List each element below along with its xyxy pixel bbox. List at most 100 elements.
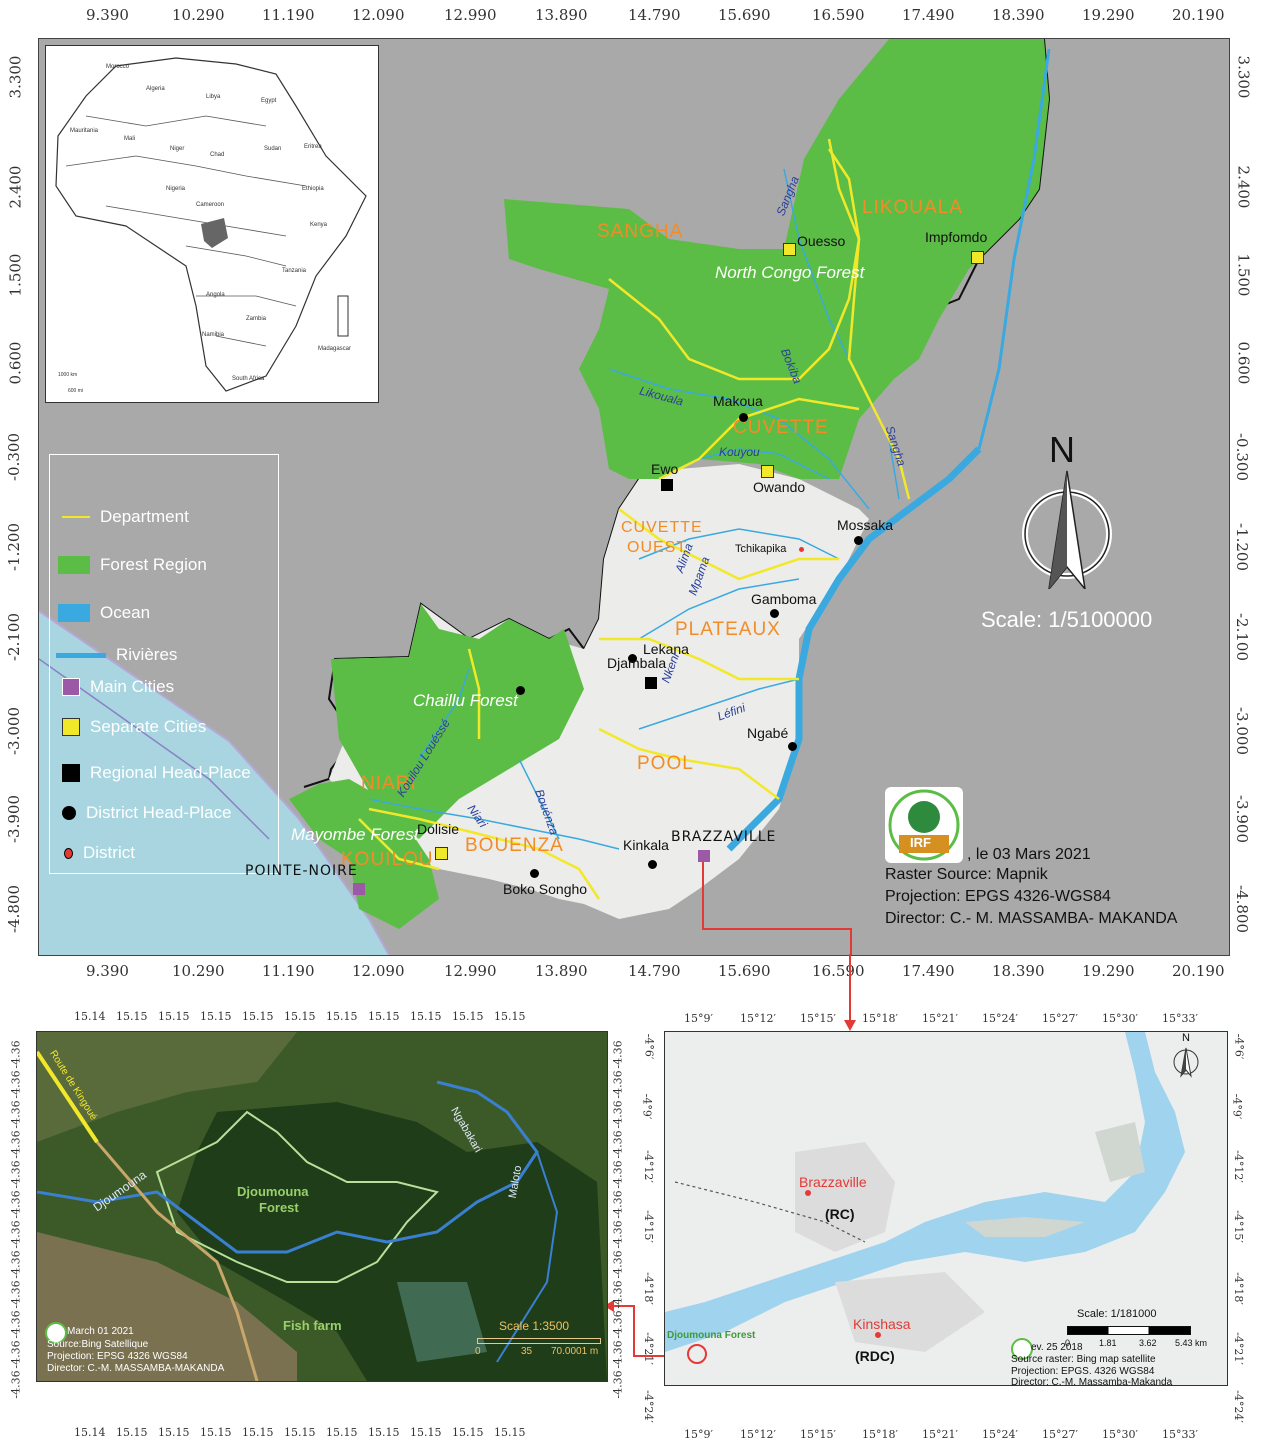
sat-bottom-tick: 15.15 bbox=[200, 1426, 232, 1439]
brazzaville-dot bbox=[805, 1190, 811, 1196]
legend-separate-cities: Separate Cities bbox=[62, 717, 206, 737]
bottom-tick: 12.990 bbox=[444, 962, 497, 980]
country-label: Algeria bbox=[146, 86, 165, 92]
top-tick: 10.290 bbox=[172, 6, 225, 24]
loc-top-tick: 15°18′ bbox=[862, 1012, 898, 1025]
dept-cuvette: CUVETTE bbox=[733, 417, 829, 438]
river-kouyou bbox=[698, 448, 830, 480]
dept-cuvette-ouest: CUVETTE bbox=[621, 519, 703, 536]
country-label: Niger bbox=[170, 146, 185, 152]
city-dolisie: Dolisie bbox=[417, 821, 460, 837]
dept-cuvette-ouest: OUEST bbox=[627, 539, 688, 556]
square-marker-icon bbox=[62, 718, 80, 736]
loc-credit-source: Source raster: Bing map satellite bbox=[1011, 1354, 1156, 1365]
river-likouala bbox=[608, 368, 870, 510]
dept-likouala: LIKOUALA bbox=[862, 197, 963, 218]
bottom-tick: 15.690 bbox=[718, 962, 771, 980]
djoumouna-ring bbox=[687, 1344, 707, 1364]
loc-right-tick: -4°21′ bbox=[1231, 1332, 1245, 1365]
city-owando: Owando bbox=[753, 479, 806, 495]
sat-scale-tick: 0 bbox=[475, 1346, 481, 1357]
city-impfondo: Impfomdo bbox=[925, 229, 988, 245]
loc-left-tick: -4°24′ bbox=[641, 1390, 655, 1423]
country-label: Angola bbox=[206, 292, 225, 298]
dept-line-6 bbox=[598, 727, 780, 800]
loc-djoumouna: Djoumouna Forest bbox=[667, 1330, 756, 1341]
bottom-tick: 9.390 bbox=[86, 962, 129, 980]
sat-left-tick: -4.36 bbox=[9, 1340, 23, 1369]
loc-top-tick: 15°21′ bbox=[922, 1012, 958, 1025]
loc-bottom-tick: 15°33′ bbox=[1162, 1428, 1198, 1441]
africa-outline-svg bbox=[55, 57, 367, 392]
top-tick: 11.190 bbox=[262, 6, 315, 24]
sat-bottom-tick: 15.15 bbox=[410, 1426, 442, 1439]
main-scale: Scale: 1/5100000 bbox=[981, 607, 1153, 632]
city-boko-songho: Boko Songho bbox=[503, 881, 588, 897]
legend-label: Main Cities bbox=[90, 677, 175, 696]
main-city-marker bbox=[698, 850, 710, 862]
bottom-tick: 10.290 bbox=[172, 962, 225, 980]
country-label: Sudan bbox=[264, 146, 282, 152]
sat-top-tick: 15.15 bbox=[242, 1010, 274, 1023]
loc-bottom-tick: 15°21′ bbox=[922, 1428, 958, 1441]
district-head-marker bbox=[739, 413, 748, 422]
coast-line-2 bbox=[39, 658, 270, 840]
sat-right-tick: -4.36 bbox=[611, 1040, 625, 1069]
forest-swatch bbox=[58, 556, 90, 574]
city-makoua: Makoua bbox=[713, 393, 763, 409]
city-brazzaville: BRAZZAVILLE bbox=[671, 829, 777, 845]
loc-rc: (RC) bbox=[825, 1206, 855, 1222]
loc-right-tick: -4°15′ bbox=[1231, 1210, 1245, 1243]
district-head-marker bbox=[530, 869, 539, 878]
loc-north-label: N bbox=[1182, 1032, 1190, 1044]
satellite-map: Djoumouna Forest Fish farm Djoumouna Nga… bbox=[36, 1031, 608, 1382]
sat-left-tick: -4.36 bbox=[9, 1220, 23, 1249]
country-label: Chad bbox=[210, 152, 225, 158]
top-tick: 20.190 bbox=[1172, 6, 1225, 24]
sat-top-tick: 15.15 bbox=[368, 1010, 400, 1023]
legend-district-head: District Head-Place bbox=[62, 803, 232, 823]
pointer-line bbox=[702, 857, 852, 955]
loc-kinshasa: Kinshasa bbox=[853, 1316, 911, 1332]
loc-left-tick: -4°6′ bbox=[642, 1033, 656, 1060]
sat-left-tick: -4.36 bbox=[9, 1370, 23, 1399]
congo-highlight bbox=[201, 218, 228, 248]
sat-credit-projection: Projection: EPSG 4326 WGS84 bbox=[47, 1351, 188, 1362]
city-gamboma: Gamboma bbox=[751, 591, 817, 607]
legend-district: District bbox=[64, 843, 135, 863]
north-label: N bbox=[1049, 429, 1075, 470]
sat-bottom-tick: 15.15 bbox=[116, 1426, 148, 1439]
loc-bottom-tick: 15°18′ bbox=[862, 1428, 898, 1441]
sat-right-tick: -4.36 bbox=[611, 1220, 625, 1249]
bottom-tick: 19.290 bbox=[1082, 962, 1135, 980]
legend-regional-head: Regional Head-Place bbox=[62, 763, 251, 783]
bottom-tick: 11.190 bbox=[262, 962, 315, 980]
loc-irf-logo bbox=[1011, 1338, 1033, 1360]
dept-pool: POOL bbox=[637, 753, 694, 774]
city-ouesso: Ouesso bbox=[797, 233, 846, 249]
district-marker bbox=[799, 547, 804, 552]
loc-bottom-tick: 15°27′ bbox=[1042, 1428, 1078, 1441]
loc-right-tick: -4°9′ bbox=[1230, 1093, 1244, 1120]
loc-credit-date: ev. 25 2018 bbox=[1031, 1342, 1083, 1353]
legend: Department Forest Region Ocean Rivières … bbox=[49, 454, 279, 874]
loc-bottom-tick: 15°9′ bbox=[684, 1428, 713, 1441]
sat-bottom-tick: 15.14 bbox=[74, 1426, 106, 1439]
city-ngabe: Ngabé bbox=[747, 725, 789, 741]
square-marker-icon bbox=[62, 764, 80, 782]
location-map: Brazzaville (RC) Kinshasa (RDC) Djoumoun… bbox=[664, 1031, 1228, 1386]
dept-sangha: SANGHA bbox=[597, 221, 684, 242]
separate-city-marker bbox=[761, 465, 774, 478]
bottom-tick: 13.890 bbox=[535, 962, 588, 980]
square-marker-icon bbox=[62, 678, 80, 696]
legend-forest: Forest Region bbox=[58, 555, 207, 575]
dept-line-1 bbox=[608, 138, 861, 381]
sat-right-tick: -4.36 bbox=[611, 1190, 625, 1219]
forest-boundary bbox=[155, 1110, 439, 1283]
road-highlight bbox=[37, 1050, 99, 1144]
loc-bottom-tick: 15°12′ bbox=[740, 1428, 776, 1441]
main-city-marker bbox=[353, 883, 365, 895]
country-label: Madagascar bbox=[318, 346, 352, 352]
loc-scale-tick: 0 bbox=[1065, 1338, 1071, 1348]
urban-rdc bbox=[835, 1272, 985, 1352]
